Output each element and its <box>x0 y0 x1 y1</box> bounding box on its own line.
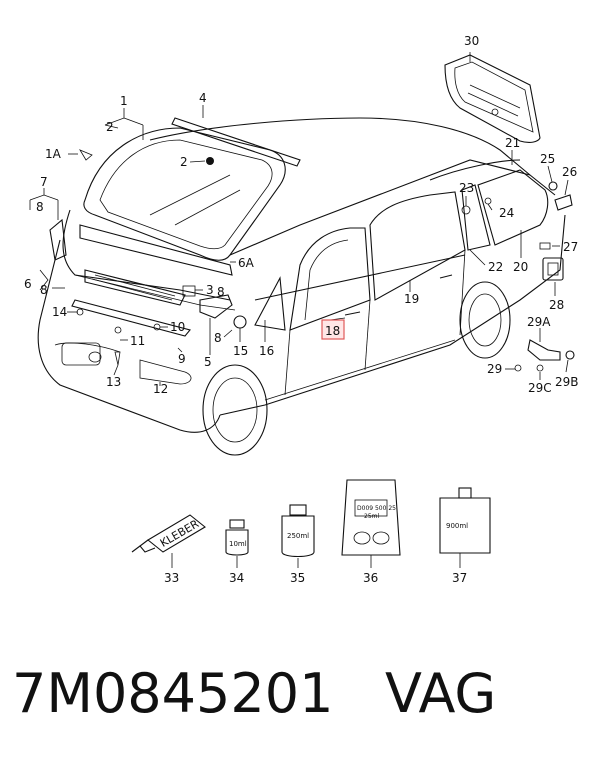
leader-lines <box>29 52 569 386</box>
glazing-pack: D009 500 25 25ml 36 <box>341 479 401 585</box>
callout-5: 5 <box>204 355 212 369</box>
callout-2-lower: 2 <box>180 155 188 169</box>
callout-1a: 1A <box>45 147 62 161</box>
part-number: 7M0845201 <box>12 662 334 725</box>
part-number-footer: 7M0845201 VAG <box>12 662 496 725</box>
callout-6: 6 <box>24 277 32 291</box>
rear-parts <box>429 54 575 372</box>
callout-14: 14 <box>52 305 67 319</box>
callout-8-a: 8 <box>36 200 44 214</box>
callout-15: 15 <box>233 344 248 358</box>
callout-33: 33 <box>164 571 179 585</box>
callout-23: 23 <box>459 181 474 195</box>
callout-6a: 6A <box>238 256 255 270</box>
callout-labels: 1 2 4 1A 2 7 8 6A 6 8 3 8 14 10 8 11 15 … <box>24 34 579 396</box>
callout-24: 24 <box>499 206 514 220</box>
pack-size-label: 25ml <box>364 513 379 520</box>
callout-8-d: 8 <box>214 331 222 345</box>
primer-tin: 250ml 35 <box>281 504 315 585</box>
callout-10: 10 <box>170 320 185 334</box>
small-bottle: 10ml 34 <box>225 519 249 585</box>
callout-21: 21 <box>505 136 520 150</box>
callout-19: 19 <box>404 292 419 306</box>
callout-18: 18 <box>325 324 340 338</box>
callout-29: 29 <box>487 362 502 376</box>
callout-22: 22 <box>488 260 503 274</box>
callout-27: 27 <box>563 240 578 254</box>
callout-7: 7 <box>40 175 48 189</box>
products-row: KLEBER 33 10ml 34 250ml 35 D009 500 25 2… <box>131 479 491 585</box>
callout-35: 35 <box>290 571 305 585</box>
callout-28: 28 <box>549 298 564 312</box>
callout-37: 37 <box>452 571 467 585</box>
callout-9: 9 <box>178 352 186 366</box>
cleaner-can: 900ml 37 <box>439 487 491 585</box>
callout-26: 26 <box>562 165 577 179</box>
callout-2-upper: 2 <box>106 120 114 134</box>
callout-13: 13 <box>106 375 121 389</box>
callout-8-c: 8 <box>217 285 225 299</box>
brand-name: VAG <box>384 662 497 725</box>
front-parts <box>49 117 301 366</box>
bottle-small-label: 10ml <box>229 540 247 548</box>
callout-1: 1 <box>120 94 128 108</box>
callout-30: 30 <box>464 34 479 48</box>
callout-36: 36 <box>363 571 378 585</box>
callout-29b: 29B <box>555 375 579 389</box>
highlight-box-18 <box>321 319 345 340</box>
tin-label: 250ml <box>287 532 309 540</box>
callout-34: 34 <box>229 571 244 585</box>
callout-8-b: 8 <box>40 283 48 297</box>
callout-12: 12 <box>153 382 168 396</box>
callout-3: 3 <box>206 283 214 297</box>
callout-4: 4 <box>199 91 207 105</box>
callout-29a: 29A <box>527 315 551 329</box>
callout-25: 25 <box>540 152 555 166</box>
can-label: 900ml <box>446 522 468 530</box>
callout-29c: 29C <box>528 381 552 395</box>
callout-11: 11 <box>130 334 145 348</box>
callout-16: 16 <box>259 344 274 358</box>
pack-code-label: D009 500 25 <box>357 505 396 512</box>
callout-20: 20 <box>513 260 528 274</box>
parts-diagram: 1 2 4 1A 2 7 8 6A 6 8 3 8 14 10 8 11 15 … <box>24 34 579 585</box>
adhesive-tube: KLEBER 33 <box>131 514 206 585</box>
car-body <box>37 117 566 456</box>
